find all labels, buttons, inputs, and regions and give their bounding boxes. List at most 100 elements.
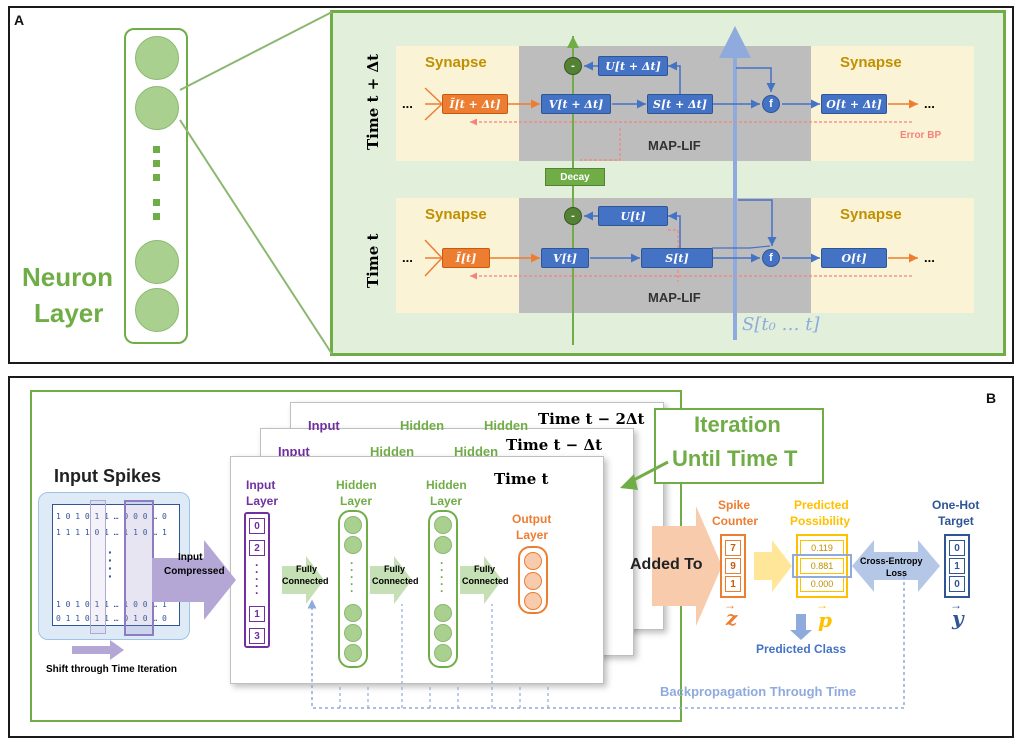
output-neuron-3 — [524, 592, 542, 610]
matrix-vdots: ···· — [108, 544, 113, 584]
hidden2-neuron-5 — [434, 644, 452, 662]
probability-box — [796, 534, 848, 598]
input-val-2: 1 — [249, 606, 265, 622]
hidden1-label-2: Layer — [340, 494, 373, 508]
top-synapse-left: Synapse — [425, 54, 487, 71]
bottom-minus-node: - — [564, 207, 582, 225]
input-val-0: 0 — [249, 518, 265, 534]
bptt-label: Backpropagation Through Time — [660, 684, 857, 699]
bottom-synapse-left: Synapse — [425, 206, 487, 223]
hidden2-neuron-2 — [434, 536, 452, 554]
y-vector-label: y — [952, 606, 964, 630]
neuron-layer-column — [124, 28, 188, 344]
matrix-row-4: 0 1 1 0 1 1 … 0 1 0 … 0 — [56, 614, 167, 623]
top-ellipsis-right: ... — [924, 96, 935, 111]
hidden2-neuron-1 — [434, 516, 452, 534]
frame-t-time: Time t — [494, 470, 549, 488]
neuron-dots — [153, 146, 161, 226]
top-ellipsis-left: ... — [402, 96, 413, 111]
output-layer-label-1: Output — [512, 512, 552, 526]
bottom-u-box: U[t] — [598, 206, 668, 226]
predicted-class-label: Predicted Class — [756, 642, 847, 656]
hidden2-neuron-4 — [434, 624, 452, 642]
matrix-highlight-1 — [90, 500, 106, 634]
input-val-3: 3 — [249, 628, 265, 644]
top-u-box: U[t + Δt] — [598, 56, 668, 76]
bottom-o-box: O[t] — [821, 248, 887, 268]
top-o-box: O[t + Δt] — [821, 94, 887, 114]
frame-t2-time: Time t − 2Δt — [538, 410, 645, 428]
counter-val-2: 1 — [725, 576, 741, 592]
input-layer-column — [244, 512, 270, 648]
spike-history-label: S[t₀ … t] — [742, 314, 820, 335]
onehot-label-2: Target — [938, 514, 974, 528]
p-vector-label: p — [818, 608, 832, 632]
neuron-layer-title-2: Layer — [34, 298, 104, 328]
iteration-label-box — [654, 408, 824, 484]
p-vector-arrow: → — [816, 598, 828, 612]
hidden2-vdots: ····· — [440, 556, 444, 598]
frame-t1-time: Time t − Δt — [506, 436, 603, 454]
top-s-box: S[t + Δt] — [647, 94, 713, 114]
spike-counter-box — [720, 534, 746, 598]
shift-label: Shift through Time Iteration — [46, 664, 177, 675]
output-layer-label-2: Layer — [516, 528, 549, 542]
input-layer-label-1: Input — [246, 478, 276, 492]
frame-t2-hidden-1: Hidden — [400, 418, 445, 433]
onehot-val-1: 1 — [949, 558, 965, 574]
counter-val-0: 7 — [725, 540, 741, 556]
top-maplif-label: MAP-LIF — [648, 138, 701, 153]
fc2-label-2: Connected — [372, 576, 419, 586]
hidden2-label-1: Hidden — [426, 478, 467, 492]
neuron-layer-title-1: Neuron — [22, 262, 113, 292]
hidden1-vdots: ····· — [350, 556, 354, 598]
neuron-1 — [135, 36, 179, 80]
hidden2-column — [428, 510, 458, 668]
cross-entropy-label-1: Cross-Entropy — [860, 556, 923, 566]
neuron-2 — [135, 86, 179, 130]
onehot-box — [944, 534, 970, 598]
predicted-possibility-1: Predicted — [794, 498, 849, 512]
frame-t1-input: Input — [278, 444, 310, 459]
counter-val-1: 9 — [725, 558, 741, 574]
iteration-label-1: Iteration — [694, 412, 781, 437]
fc1-label-2: Connected — [282, 576, 329, 586]
panel-b-label: B — [986, 390, 997, 406]
y-vector-arrow: → — [950, 598, 962, 612]
cross-entropy-label-2: Loss — [886, 568, 908, 578]
bottom-ellipsis-right: ... — [924, 250, 935, 265]
top-minus-node: - — [564, 57, 582, 75]
frame-t2-input: Input — [308, 418, 340, 433]
top-f-node: f — [762, 95, 780, 113]
hidden1-neuron-5 — [344, 644, 362, 662]
input-spikes-title: Input Spikes — [54, 466, 162, 486]
matrix-row-1: 1 0 1 0 1 1 … 0 0 0 … 0 — [56, 512, 167, 521]
argmax-highlight — [792, 554, 852, 578]
iteration-label-2: Until Time T — [672, 446, 798, 471]
hidden2-label-2: Layer — [430, 494, 463, 508]
fc2-label-1: Fully — [384, 564, 406, 574]
fc3-label-2: Connected — [462, 576, 509, 586]
frame-t2-hidden-2: Hidden — [484, 418, 529, 433]
input-val-1: 2 — [249, 540, 265, 556]
panel-a-label: A — [14, 12, 25, 28]
output-column — [518, 546, 548, 614]
input-layer-label-2: Layer — [246, 494, 279, 508]
onehot-val-2: 0 — [949, 576, 965, 592]
bottom-maplif-label: MAP-LIF — [648, 290, 701, 305]
frame-t1-hidden-2: Hidden — [454, 444, 499, 459]
input-compressed-2: Compressed — [164, 566, 225, 577]
bottom-v-box: V[t] — [541, 248, 589, 268]
hidden2-neuron-3 — [434, 604, 452, 622]
bottom-s-box: S[t] — [641, 248, 713, 268]
predicted-possibility-2: Possibility — [790, 514, 851, 528]
neuron-4 — [135, 288, 179, 332]
error-bp-label: Error BP — [900, 130, 942, 141]
fc3-label-1: Fully — [474, 564, 496, 574]
fc1-label-1: Fully — [296, 564, 318, 574]
frame-t1-hidden-1: Hidden — [370, 444, 415, 459]
hidden1-neuron-1 — [344, 516, 362, 534]
neuron-3 — [135, 240, 179, 284]
bottom-i-box: Ĩ[t] — [442, 248, 490, 268]
